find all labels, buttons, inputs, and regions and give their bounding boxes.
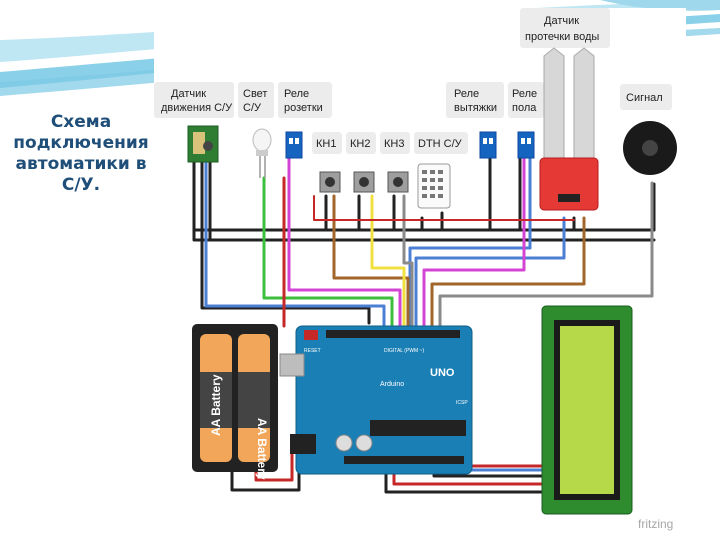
relay-hood-module <box>479 131 497 159</box>
svg-text:протечки воды: протечки воды <box>525 31 599 43</box>
svg-text:Реле: Реле <box>454 88 479 100</box>
dth-sensor <box>417 163 451 209</box>
buzzer <box>623 121 677 175</box>
label-kn2: КН2 <box>346 132 376 154</box>
label-relay-hood: Реле вытяжки <box>446 82 504 118</box>
label-relay-floor: Реле пола <box>508 82 544 118</box>
label-kn3: КН3 <box>380 132 410 154</box>
label-signal: Сигнал <box>620 84 672 110</box>
slide-title: Схема подключения автоматики в С/У. <box>13 112 149 195</box>
svg-text:RESET: RESET <box>304 348 321 354</box>
svg-text:Arduino: Arduino <box>380 381 404 388</box>
label-relay-socket: Реле розетки <box>278 82 332 118</box>
svg-text:Реле: Реле <box>284 88 309 100</box>
arduino-board: RESET DIGITAL (PWM ~) UNO Arduino ICSP <box>279 325 473 475</box>
svg-text:UNO: UNO <box>430 367 455 379</box>
svg-text:Сигнал: Сигнал <box>626 92 663 104</box>
wiring-diagram: Датчик движения С/У Свет С/У Реле розетк… <box>154 8 686 534</box>
label-leak-sensor: Датчик протечки воды <box>520 8 610 48</box>
svg-text:розетки: розетки <box>284 102 323 114</box>
svg-text:Свет: Свет <box>243 88 267 100</box>
label-motion-sensor: Датчик движения С/У <box>154 82 234 118</box>
svg-text:КН3: КН3 <box>384 138 404 150</box>
motion-sensor <box>187 125 219 163</box>
button-kn3 <box>387 171 409 193</box>
svg-text:движения С/У: движения С/У <box>161 102 233 114</box>
svg-text:КН2: КН2 <box>350 138 370 150</box>
wires <box>192 156 656 494</box>
relay-floor-module <box>517 131 535 159</box>
svg-text:Датчик: Датчик <box>171 88 206 100</box>
label-kn1: КН1 <box>312 132 342 154</box>
label-dth: DTH С/У <box>414 132 468 154</box>
label-light: Свет С/У <box>238 82 274 118</box>
svg-text:пола: пола <box>512 102 537 114</box>
svg-text:AA Battery: AA Battery <box>209 374 223 436</box>
button-kn2 <box>353 171 375 193</box>
svg-text:С/У: С/У <box>243 102 262 114</box>
lcd-display <box>541 305 633 515</box>
svg-text:DTH С/У: DTH С/У <box>418 138 463 150</box>
relay-socket-module <box>285 131 303 159</box>
svg-text:КН1: КН1 <box>316 138 336 150</box>
svg-text:ICSP: ICSP <box>456 400 468 406</box>
leak-sensor <box>539 47 599 211</box>
svg-text:AA Battery: AA Battery <box>255 418 269 480</box>
svg-text:Реле: Реле <box>512 88 537 100</box>
light-bulb <box>252 128 272 178</box>
svg-text:DIGITAL (PWM ~): DIGITAL (PWM ~) <box>384 348 424 354</box>
svg-text:вытяжки: вытяжки <box>454 102 497 114</box>
fritzing-watermark: fritzing <box>638 517 673 531</box>
button-kn1 <box>319 171 341 193</box>
svg-text:Датчик: Датчик <box>544 15 579 27</box>
battery-pack: AA Battery AA Battery <box>192 324 278 480</box>
